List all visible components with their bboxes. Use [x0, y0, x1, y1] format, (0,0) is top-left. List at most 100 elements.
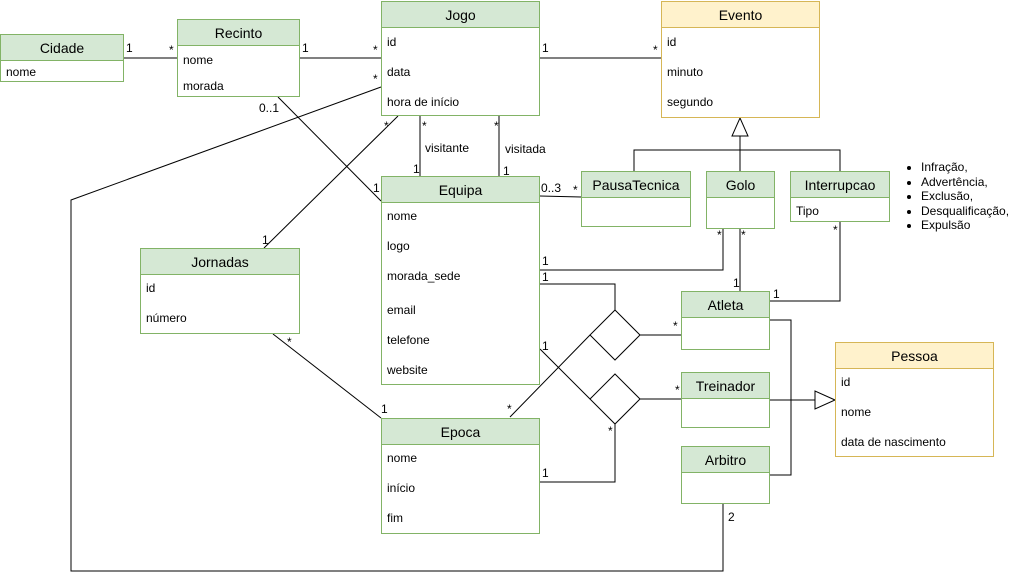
- ternary-diamond-atleta: [589, 309, 641, 361]
- multiplicity-label: *: [422, 119, 427, 133]
- multiplicity-label: 1: [733, 276, 740, 290]
- class-title: Interrupcao: [791, 172, 889, 198]
- multiplicity-label: *: [833, 223, 838, 237]
- class-attribute: website: [387, 363, 428, 377]
- class-attribute: logo: [387, 239, 410, 253]
- multiplicity-label: 2: [728, 510, 735, 524]
- multiplicity-label: *: [741, 228, 746, 242]
- class-attribute: id: [667, 35, 677, 49]
- class-title: Golo: [707, 172, 774, 198]
- generalization-arrow-pessoa: [814, 390, 837, 410]
- class-title: Epoca: [382, 419, 539, 445]
- class-attribute: morada_sede: [387, 269, 461, 283]
- class-title: Equipa: [382, 177, 539, 203]
- multiplicity-label: 1: [262, 233, 269, 247]
- ternary-treinador-links: [539, 348, 681, 483]
- multiplicity-label: 1: [542, 270, 549, 284]
- multiplicity-label: 1: [373, 181, 380, 195]
- multiplicity-label: *: [507, 402, 512, 416]
- class-title: Treinador: [682, 373, 769, 399]
- list-item: Desqualificação,: [921, 204, 1009, 219]
- class-title: Arbitro: [682, 447, 769, 473]
- multiplicity-label: *: [373, 72, 378, 86]
- multiplicity-label: *: [675, 383, 680, 397]
- class-title: Pessoa: [836, 343, 993, 369]
- class-title: Evento: [662, 2, 819, 28]
- class-title: Atleta: [682, 292, 769, 318]
- multiplicity-label: *: [287, 335, 292, 349]
- list-item: Expulsão: [921, 218, 1009, 233]
- class-title: Recinto: [178, 20, 299, 46]
- multiplicity-label: *: [608, 424, 613, 438]
- assoc-interrupcao-atleta: [770, 222, 841, 302]
- class-attribute: minuto: [667, 65, 704, 79]
- assoc-equipa-pausa: [539, 195, 582, 198]
- class-interrupcao[interactable]: Interrupcao Tipo: [790, 171, 890, 222]
- multiplicity-label: 1: [773, 287, 780, 301]
- class-attribute: id: [146, 281, 156, 295]
- multiplicity-label: 1: [126, 41, 133, 55]
- class-attribute: nome: [6, 65, 37, 79]
- class-title: PausaTecnica: [582, 172, 690, 198]
- class-attribute: email: [387, 303, 416, 317]
- class-jogo[interactable]: Jogo id data hora de início: [381, 1, 540, 116]
- class-attribute: id: [841, 375, 851, 389]
- class-attribute: início: [387, 481, 416, 495]
- class-attribute: nome: [183, 53, 214, 67]
- list-item: Exclusão,: [921, 189, 1009, 204]
- class-attribute: segundo: [667, 95, 714, 109]
- interrupcao-type-list: Infração, Advertência, Exclusão, Desqual…: [904, 160, 1009, 233]
- class-attribute: nome: [387, 451, 418, 465]
- multiplicity-label: *: [653, 43, 658, 57]
- class-attribute: Tipo: [796, 204, 819, 218]
- class-arbitro[interactable]: Arbitro: [681, 446, 770, 504]
- multiplicity-label: *: [573, 183, 578, 197]
- multiplicity-label: *: [373, 43, 378, 57]
- multiplicity-label: *: [169, 43, 174, 57]
- multiplicity-label: 1: [542, 339, 549, 353]
- class-attribute: nome: [841, 405, 872, 419]
- list-item: Advertência,: [921, 175, 1009, 190]
- class-title: Jogo: [382, 2, 539, 28]
- class-jornadas[interactable]: Jornadas id número: [140, 248, 300, 334]
- class-attribute: telefone: [387, 333, 430, 347]
- multiplicity-label: 1: [413, 162, 420, 176]
- inheritance-to-pessoa: [770, 319, 815, 476]
- class-attribute: data de nascimento: [841, 435, 946, 449]
- class-attribute: id: [387, 35, 397, 49]
- class-attribute: morada: [183, 79, 224, 93]
- class-pessoa[interactable]: Pessoa id nome data de nascimento: [835, 342, 994, 457]
- list-item: Infração,: [921, 160, 1009, 175]
- class-attribute: fim: [387, 511, 403, 525]
- class-golo[interactable]: Golo: [706, 171, 775, 229]
- role-label-visitada: visitada: [505, 142, 546, 156]
- class-attribute: data: [387, 65, 411, 79]
- class-cidade[interactable]: Cidade nome: [0, 34, 124, 82]
- multiplicity-label: 1: [503, 164, 510, 178]
- class-attribute: hora de início: [387, 95, 460, 109]
- multiplicity-label: *: [673, 319, 678, 333]
- class-evento[interactable]: Evento id minuto segundo: [661, 1, 820, 118]
- assoc-jogo-arbitro: [70, 86, 724, 572]
- class-treinador[interactable]: Treinador: [681, 372, 770, 428]
- assoc-jornadas-epoca: [272, 333, 382, 419]
- generalization-tree: [633, 136, 841, 171]
- assoc-equipa-golo: [540, 229, 724, 271]
- multiplicity-label: *: [384, 119, 389, 133]
- multiplicity-label: 0..1: [259, 101, 280, 115]
- assoc-recinto-equipa: [277, 96, 382, 202]
- ternary-atleta-links: [509, 283, 681, 418]
- role-label-visitante: visitante: [425, 141, 470, 155]
- class-atleta[interactable]: Atleta: [681, 291, 770, 350]
- multiplicity-label: *: [494, 119, 499, 133]
- class-equipa[interactable]: Equipa nome logo morada_sede email telef…: [381, 176, 540, 385]
- class-title: Cidade: [1, 35, 123, 61]
- multiplicity-label: 1: [542, 254, 549, 268]
- assoc-jogo-jornadas: [263, 115, 399, 249]
- multiplicity-label: 1: [381, 402, 388, 416]
- class-pausatecnica[interactable]: PausaTecnica: [581, 171, 691, 227]
- class-epoca[interactable]: Epoca nome início fim: [381, 418, 540, 534]
- ternary-diamond-treinador: [589, 373, 641, 425]
- class-recinto[interactable]: Recinto nome morada: [177, 19, 300, 97]
